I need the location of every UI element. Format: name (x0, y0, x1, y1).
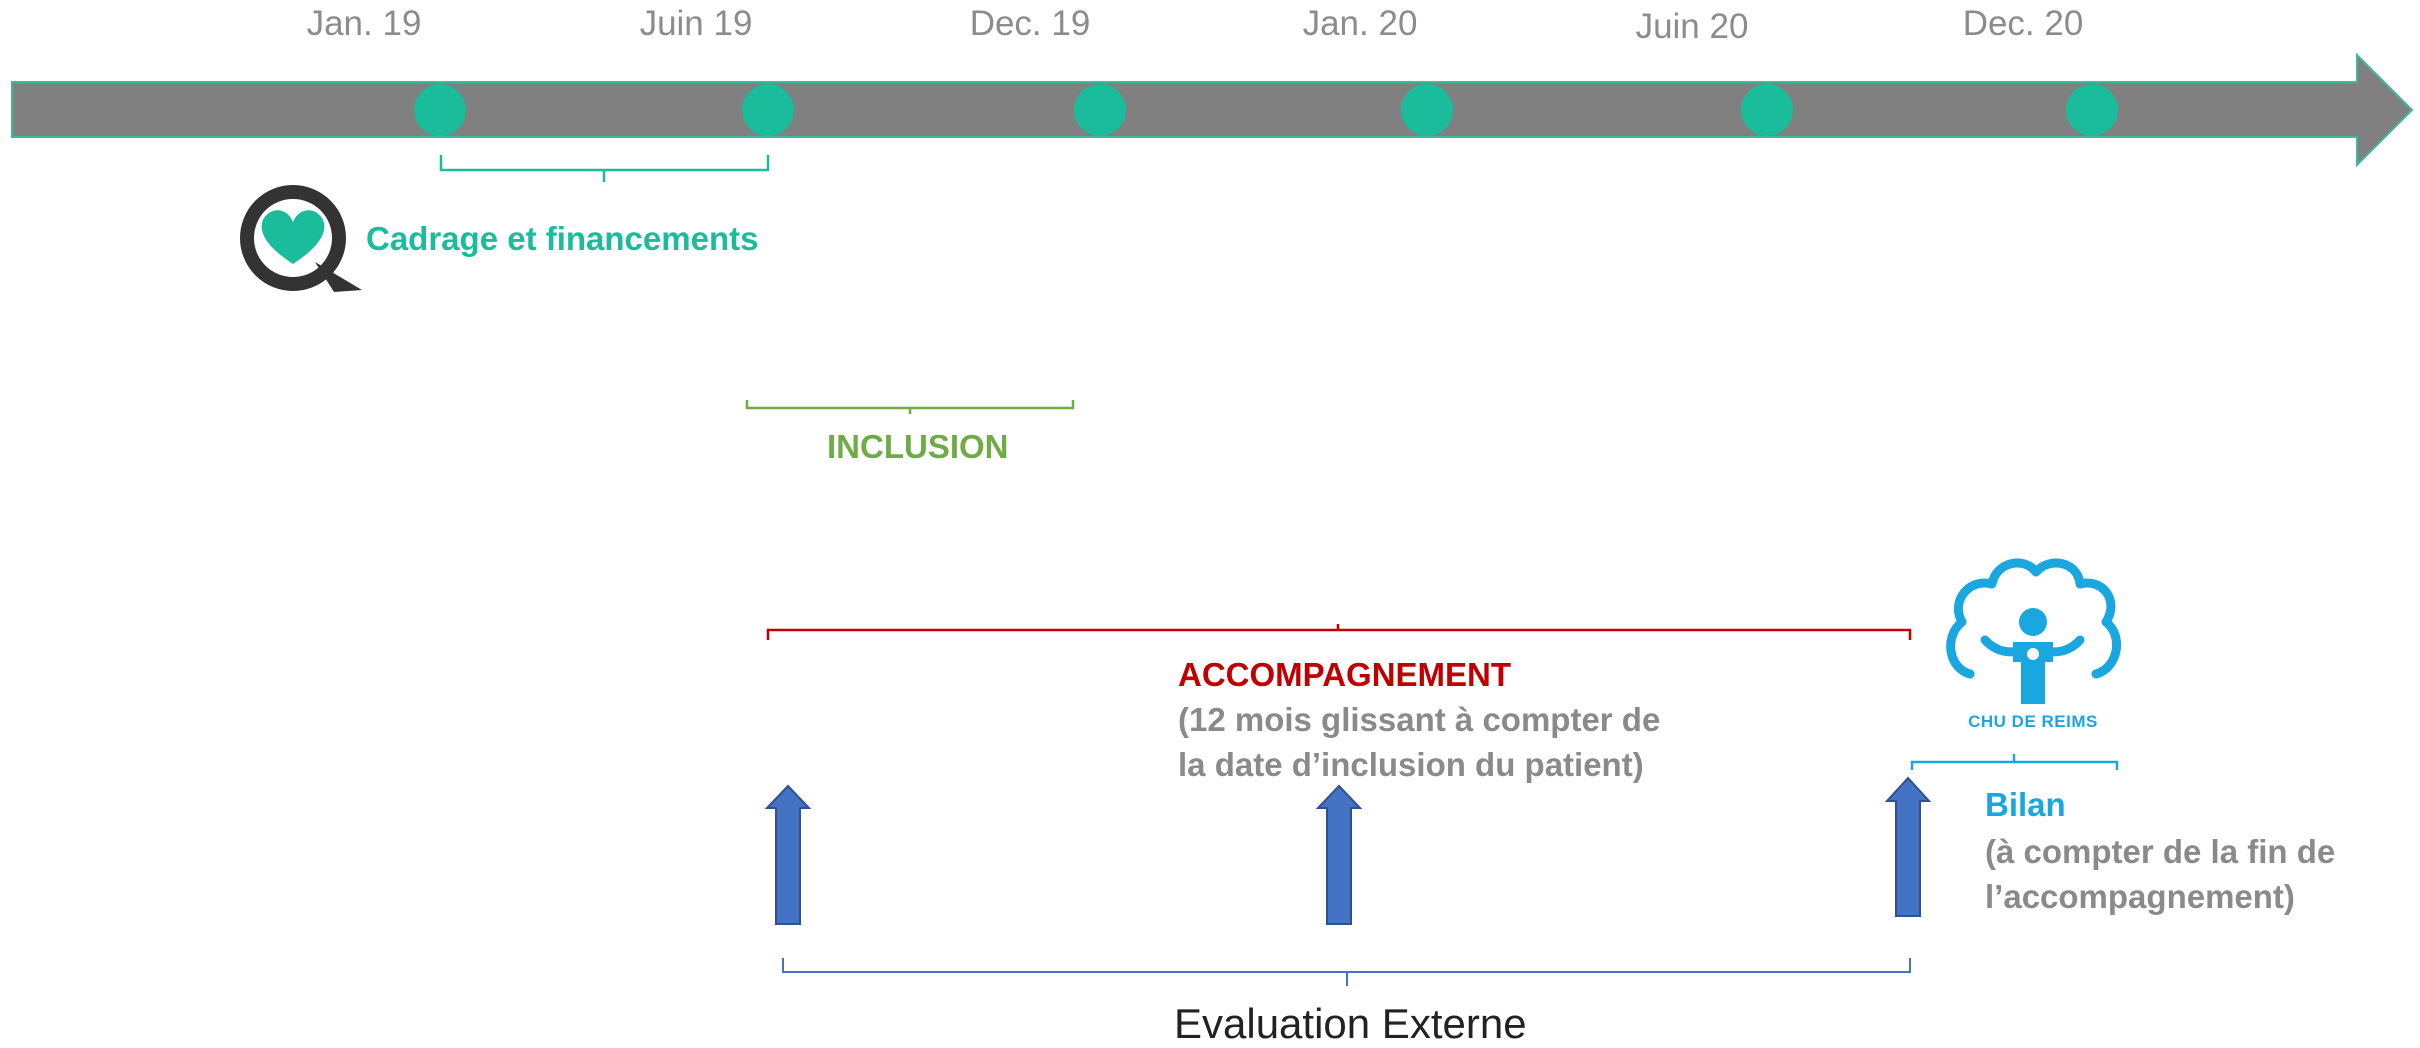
evaluation-bracket (782, 958, 1911, 986)
milestone-dot (1741, 84, 1793, 136)
month-label-juin19: Juin 19 (639, 4, 753, 43)
bilan-note-line2: l’accompagnement) (1985, 878, 2295, 915)
milestone-dot (1401, 84, 1453, 136)
accompagnement-note-line2: la date d’inclusion du patient) (1178, 746, 1644, 783)
milestone-dot (1074, 84, 1126, 136)
month-label-juin20: Juin 20 (1635, 7, 1749, 46)
month-label-jan19: Jan. 19 (306, 4, 422, 43)
evaluation-arrow (1315, 784, 1363, 925)
milestone-dot (742, 84, 794, 136)
accompagnement-note-line1: (12 mois glissant à compter de (1178, 701, 1661, 738)
evaluation-arrow (1884, 776, 1932, 917)
cadrage-bracket (439, 155, 770, 182)
cadrage-label: Cadrage et financements (366, 220, 759, 257)
chu-reims-logo-text: CHU DE REIMS (1968, 712, 2098, 731)
bilan-note-line1: (à compter de la fin de (1985, 833, 2336, 870)
accompagnement-label: ACCOMPAGNEMENT (1178, 656, 1512, 693)
timeline-arrow (11, 52, 2414, 168)
evaluation-label: Evaluation Externe (1174, 1000, 1527, 1047)
evaluation-arrow (764, 784, 812, 925)
bilan-label: Bilan (1985, 786, 2066, 823)
milestone-dot (2066, 84, 2118, 136)
magnifier-heart-icon (240, 185, 362, 292)
inclusion-label: INCLUSION (827, 428, 1009, 465)
inclusion-bracket (745, 400, 1075, 414)
month-label-jan20: Jan. 20 (1302, 4, 1418, 43)
month-label-dec20: Dec. 20 (1962, 4, 2084, 43)
bilan-bracket (1910, 754, 2119, 770)
milestone-dot (414, 84, 466, 136)
accompagnement-bracket (766, 624, 1912, 640)
chu-reims-child (2013, 608, 2053, 704)
month-label-dec19: Dec. 19 (969, 4, 1091, 43)
